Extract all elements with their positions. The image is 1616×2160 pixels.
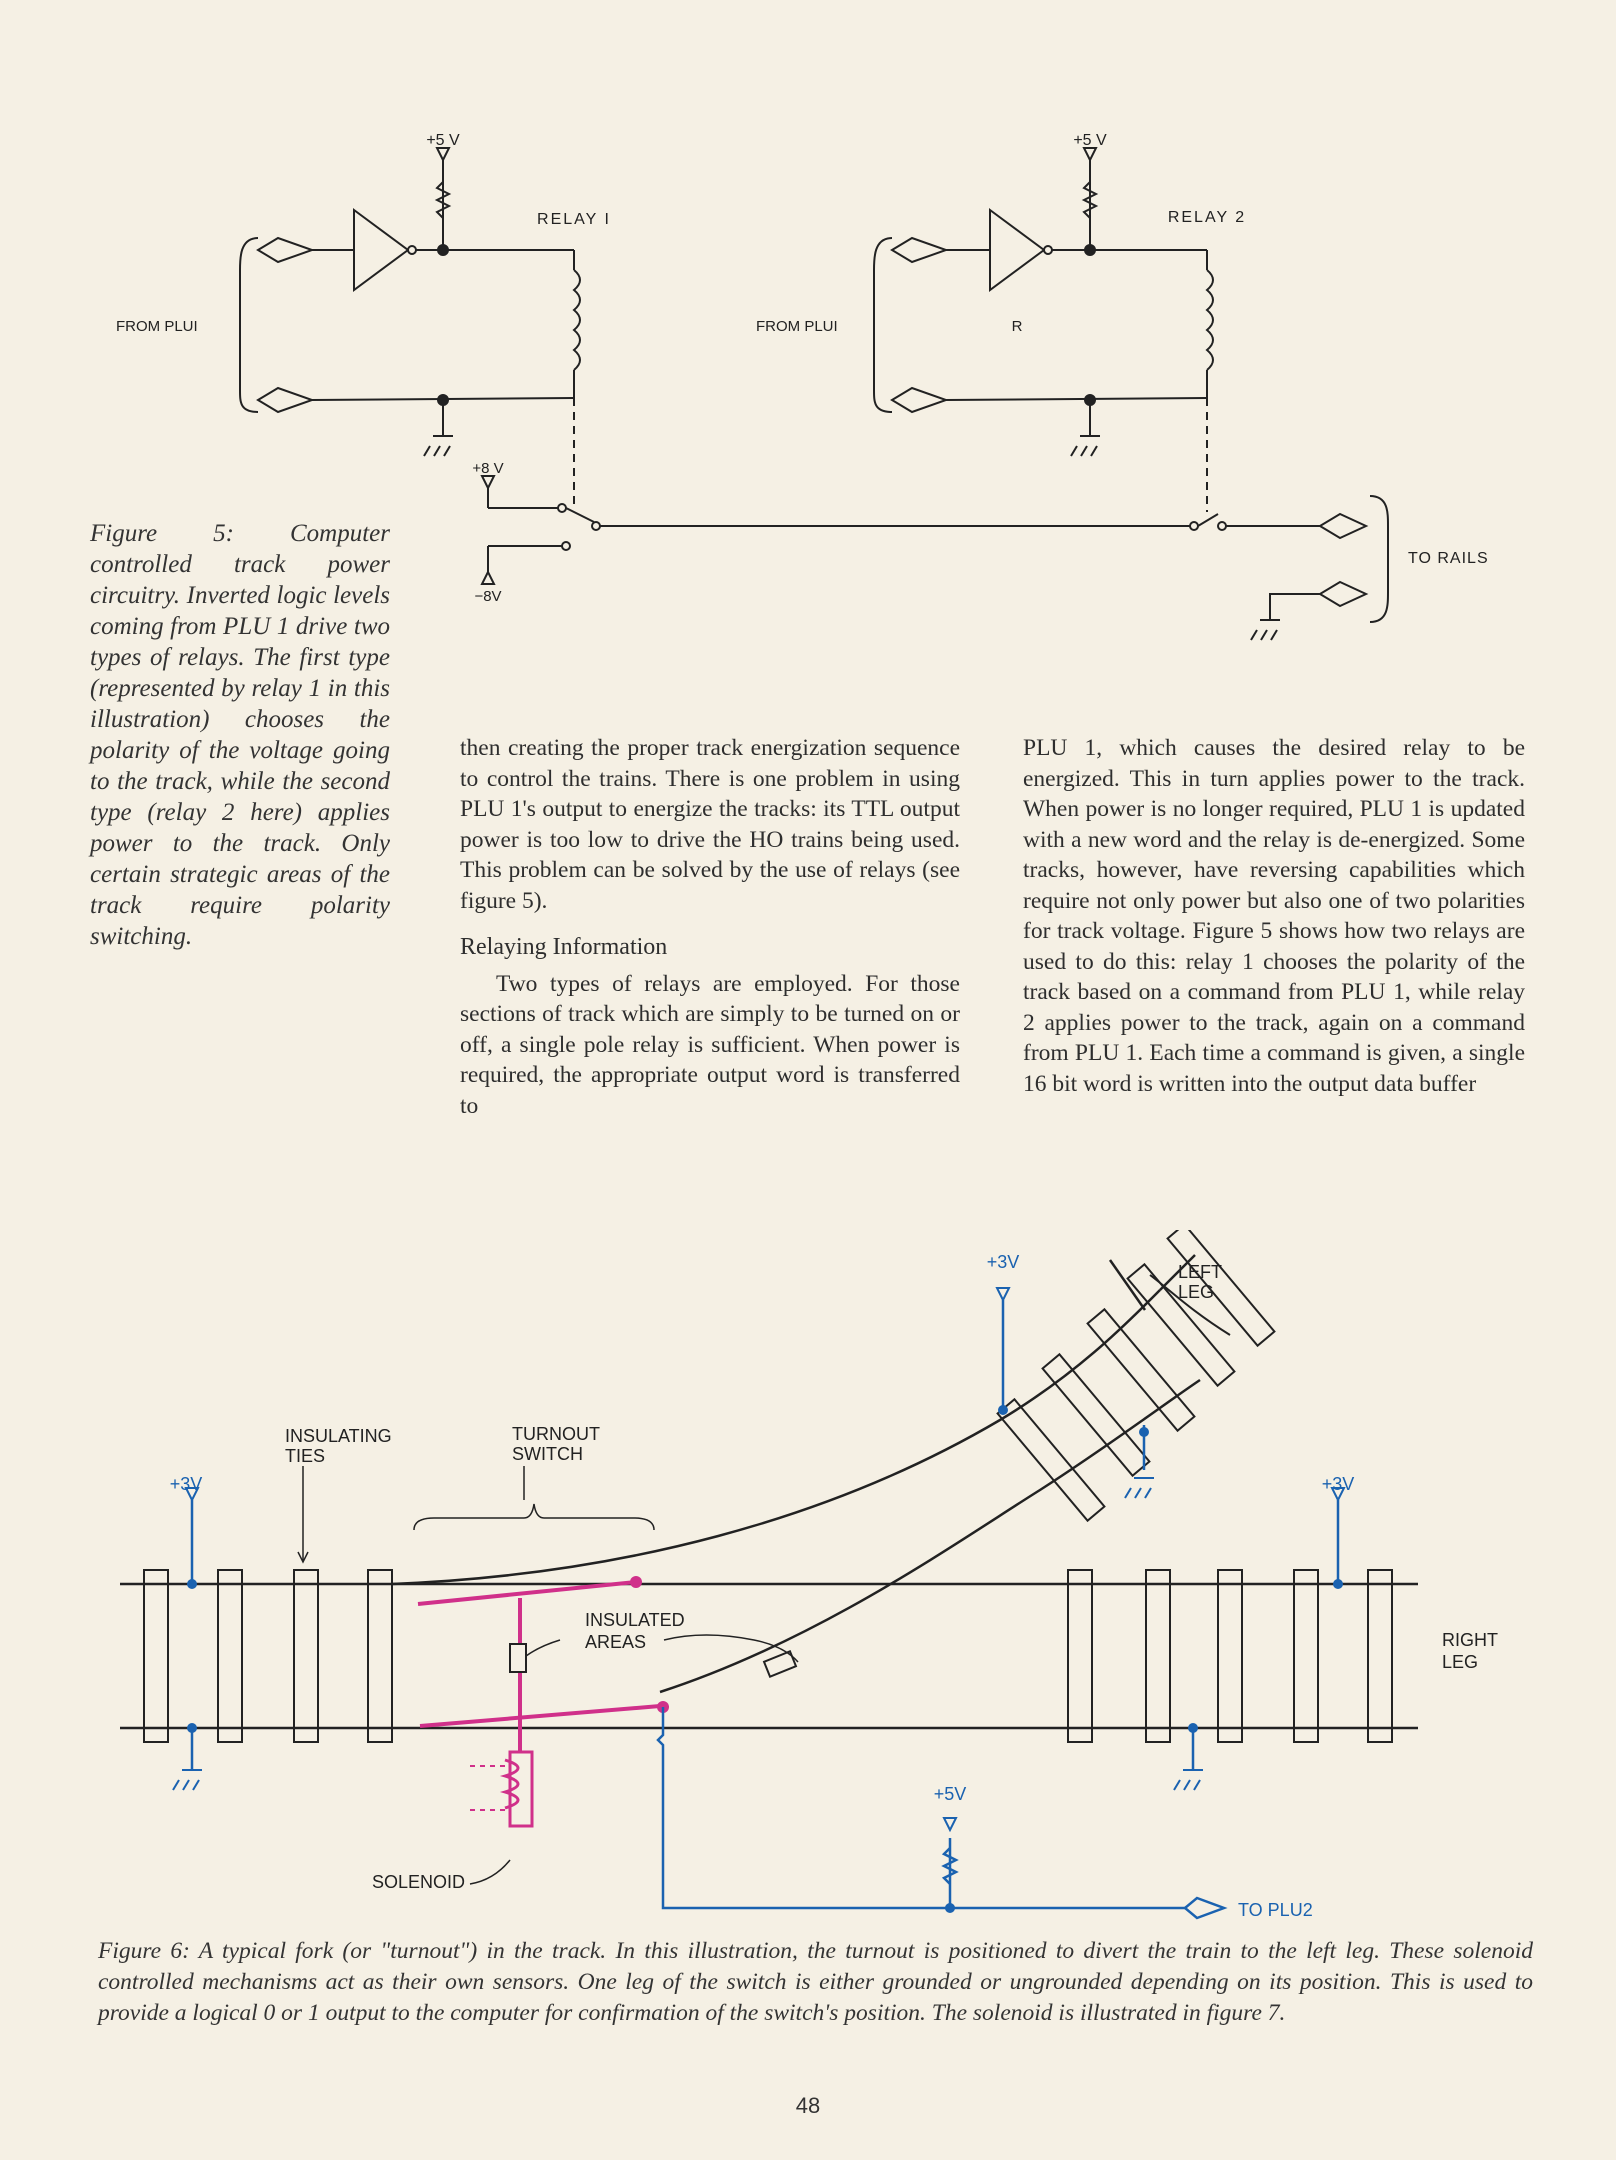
fig5-from-plu-a: FROM PLUI bbox=[116, 318, 198, 335]
section-subhead: Relaying Information bbox=[460, 934, 668, 960]
fig5-plus5v-a: +5 V bbox=[426, 132, 460, 149]
figure-5-caption: Figure 5: Computer controlled track powe… bbox=[90, 520, 390, 950]
fig5-plus5v-b: +5 V bbox=[1073, 132, 1107, 149]
fig6-insulating-2: TIES bbox=[285, 1446, 325, 1466]
fig5-plus8v: +8 V bbox=[472, 460, 503, 477]
fig5-from-plu-b: FROM PLUI bbox=[756, 318, 838, 335]
fig6-left-leg-1: LEFT bbox=[1178, 1262, 1222, 1282]
fig6-plus5v: +5V bbox=[934, 1784, 967, 1804]
fig5-to-rails: TO RAILS bbox=[1408, 550, 1489, 567]
fig6-plus3v-left: +3V bbox=[170, 1474, 203, 1494]
fig5-relay2-label: RELAY 2 bbox=[1168, 209, 1246, 226]
fig6-turnout-2: SWITCH bbox=[512, 1444, 583, 1464]
page-number: 48 bbox=[795, 2093, 821, 2118]
fig6-insulating-1: INSULATING bbox=[285, 1426, 392, 1446]
col2-paragraph-1: then creating the proper track energizat… bbox=[460, 735, 960, 914]
col3-paragraph-1: PLU 1, which causes the desired relay to… bbox=[1023, 735, 1525, 1097]
fig6-insulated-2: AREAS bbox=[585, 1632, 646, 1652]
fig6-left-leg-2: LEG bbox=[1178, 1282, 1214, 1302]
article-column-2: then creating the proper track energizat… bbox=[460, 733, 960, 1121]
fig5-minus8v: −8V bbox=[474, 588, 501, 605]
fig6-insulated-1: INSULATED bbox=[585, 1610, 685, 1630]
fig5-r-label: R bbox=[1012, 318, 1023, 335]
fig6-turnout-1: TURNOUT bbox=[512, 1424, 600, 1444]
fig6-plus3v-right: +3V bbox=[1322, 1474, 1355, 1494]
fig6-solenoid: SOLENOID bbox=[372, 1872, 465, 1892]
fig6-right-leg-2: LEG bbox=[1442, 1652, 1478, 1672]
figure-5-schematic: +5 V +5 V RELAY I RELAY 2 FROM PLUI FROM… bbox=[116, 132, 1489, 641]
fig5-relay1-label: RELAY I bbox=[537, 211, 611, 228]
col2-paragraph-2: Two types of relays are employed. For th… bbox=[460, 970, 960, 1119]
figure-6-turnout-diagram: +3V +3V +3V +5V LEFT LEG RIGHT LEG INSUL… bbox=[120, 1230, 1498, 1920]
figure-6-caption: Figure 6: A typical fork (or "turnout") … bbox=[98, 1938, 1533, 2026]
article-column-3: PLU 1, which causes the desired relay to… bbox=[1023, 733, 1525, 1099]
fig6-right-leg-1: RIGHT bbox=[1442, 1630, 1498, 1650]
fig6-to-plu2: TO PLU2 bbox=[1238, 1900, 1313, 1920]
fig6-plus3v-top: +3V bbox=[987, 1252, 1020, 1272]
